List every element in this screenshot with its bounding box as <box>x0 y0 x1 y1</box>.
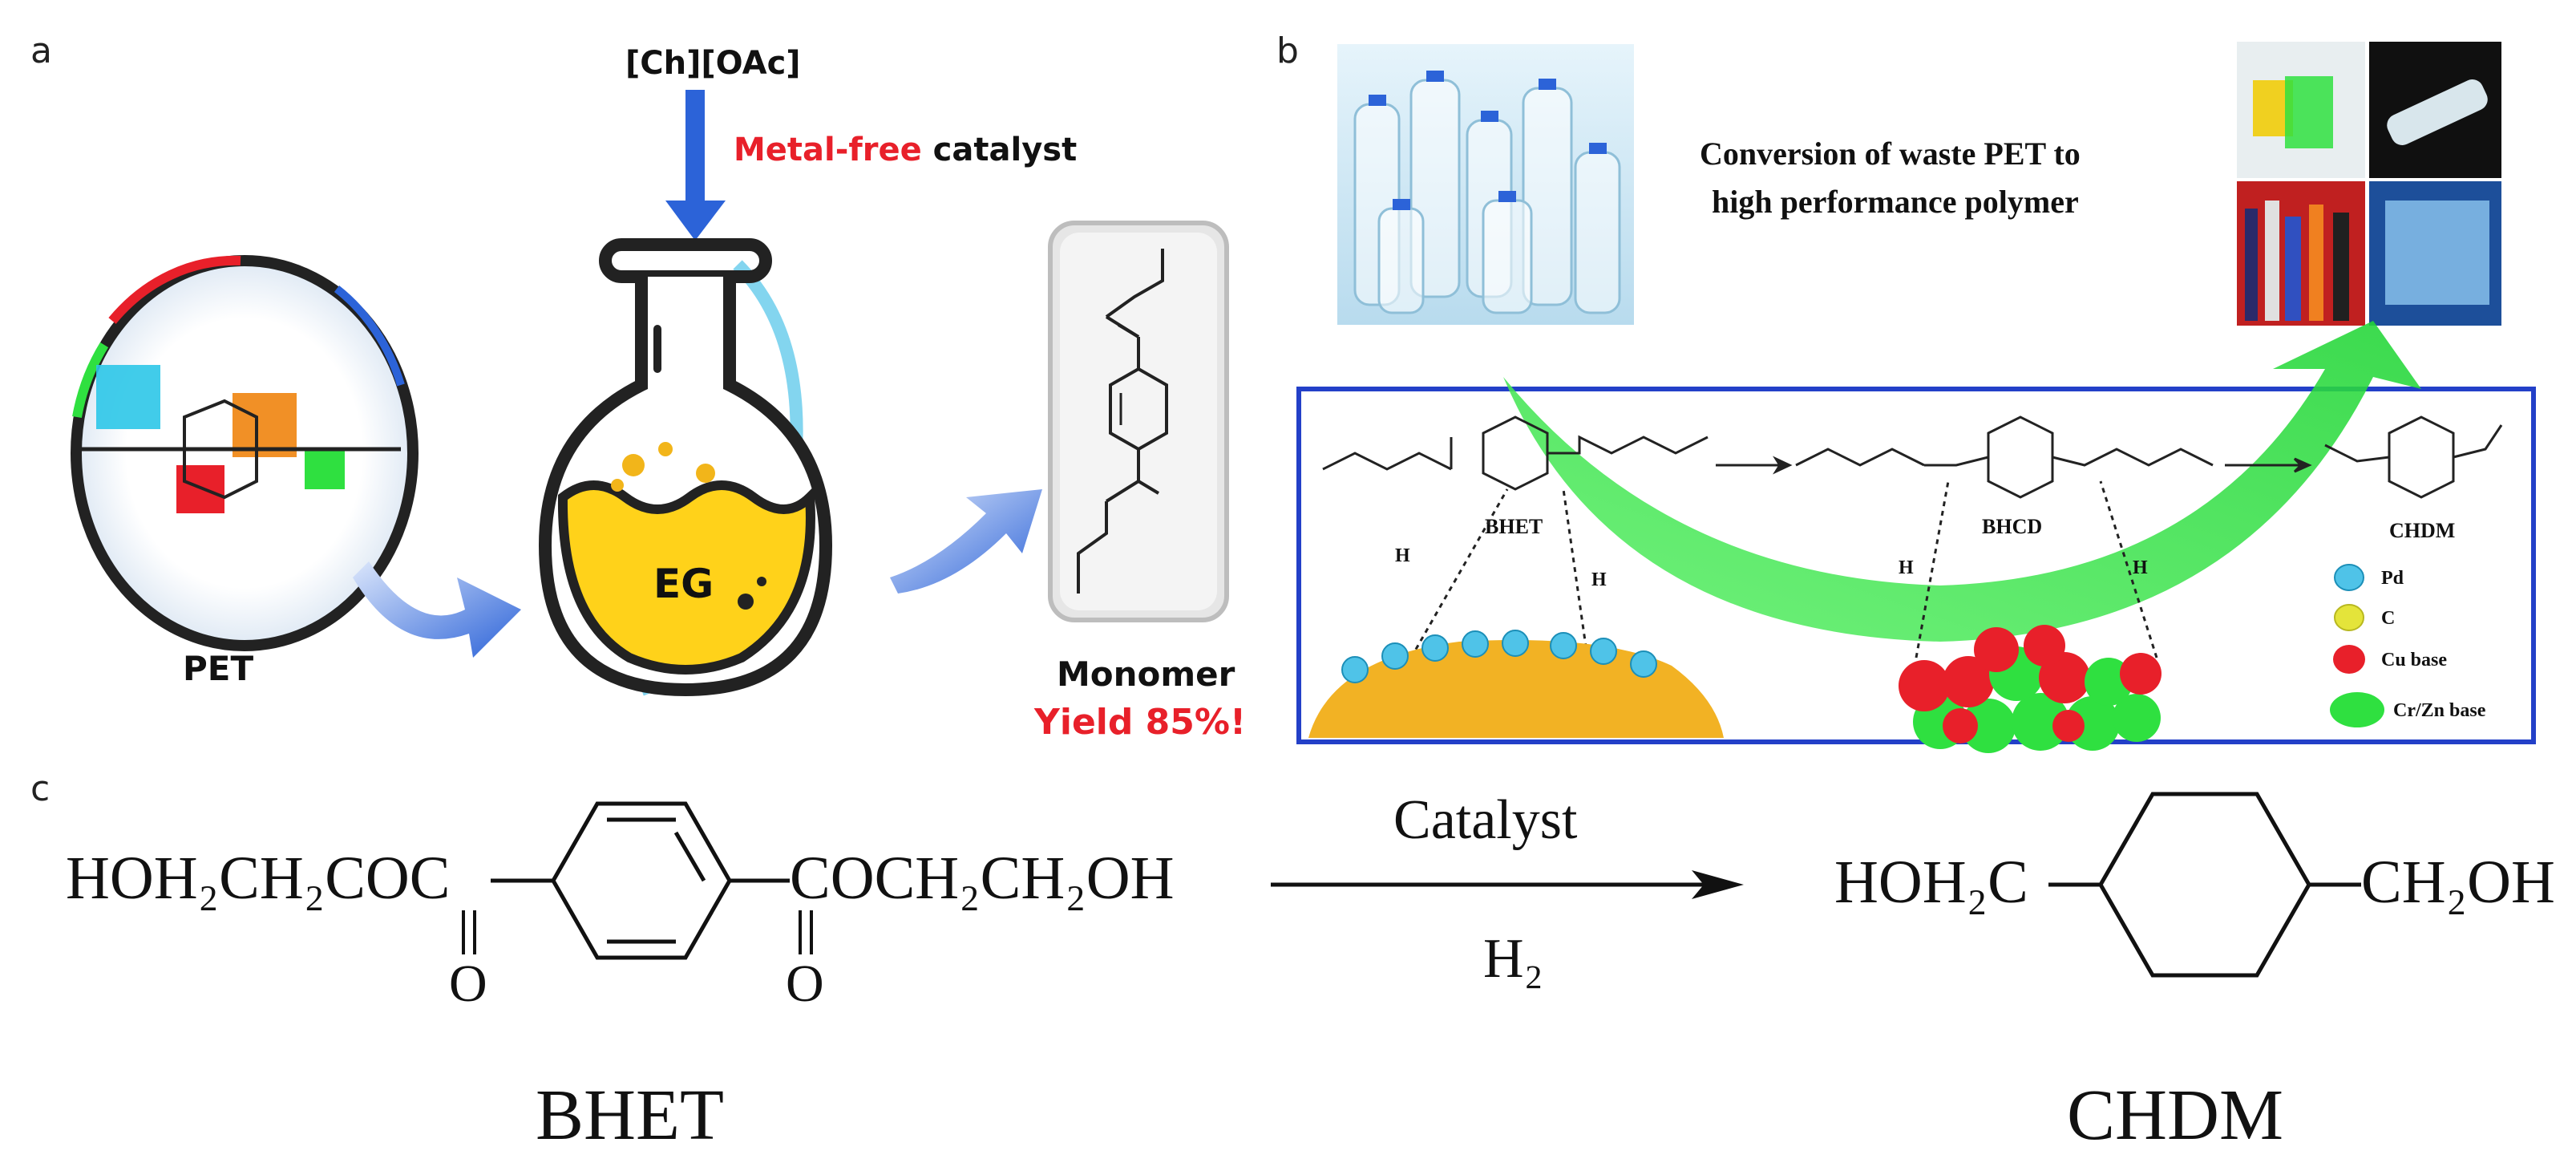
reagent-arrow <box>665 90 726 241</box>
reagent-label: [Ch][OAc] <box>625 45 801 82</box>
mechanism-molecules <box>1322 415 2503 499</box>
bhcd-mech-label: BHCD <box>1982 515 2042 538</box>
pd-c-catalyst <box>1308 630 1724 738</box>
pet-to-flask-arrow <box>353 561 521 658</box>
arrow-catalyst-label: Catalyst <box>1393 789 1578 851</box>
bhet-carbonyl-o-left: O <box>449 954 487 1013</box>
legend: Pd C Cu base Cr/Zn base <box>2330 564 2486 727</box>
catalyst-rest-text: catalyst <box>922 132 1077 168</box>
bhet-mech-label: BHET <box>1485 515 1543 538</box>
bhet-left-formula: HOH₂CH₂COC <box>66 845 451 912</box>
legend-label-crzn: Cr/Zn base <box>2393 700 2486 721</box>
legend-item-pd: Pd <box>2334 564 2404 591</box>
chdm-mech-label: CHDM <box>2389 519 2455 542</box>
bhet-carbonyl-o-right: O <box>786 954 824 1013</box>
reaction-flask: EG <box>538 238 833 697</box>
chdm-cyclohexane-ring <box>2098 792 2311 978</box>
arrow-h2-label: H₂ <box>1483 928 1543 990</box>
pet-label: PET <box>183 649 253 688</box>
panel-c-label: c <box>30 768 50 809</box>
chdm-left-formula: HOH₂C <box>1834 849 2028 916</box>
cu-crzn-catalyst <box>1899 625 2161 753</box>
catalyst-highlight-text: Metal-free <box>734 132 922 168</box>
legend-label-pd: Pd <box>2381 568 2404 589</box>
h-label-2: H <box>1591 569 1607 590</box>
chdm-name: CHDM <box>2067 1076 2283 1155</box>
conversion-title-line2: high performance polymer <box>1712 184 2079 220</box>
chdm-right-formula: CH₂OH <box>2361 849 2555 916</box>
bhet-benzene-ring <box>551 801 732 960</box>
panel-a: a [Ch][OAc] Metal-free catalyst PET <box>30 30 1246 743</box>
yield-label: Yield 85%! <box>1033 702 1246 743</box>
legend-label-c: C <box>2381 608 2395 629</box>
reaction-arrow <box>1271 870 1744 899</box>
panel-a-label: a <box>30 30 52 71</box>
legend-item-c: C <box>2334 604 2395 631</box>
conversion-title-line1: Conversion of waste PET to <box>1700 136 2081 172</box>
bottles-photo <box>1337 44 1634 325</box>
panel-c: c HOH₂CH₂COC COCH₂CH₂OH O O Catalyst H₂ … <box>30 768 2555 1155</box>
pet-circle: PET <box>71 255 419 688</box>
flask-to-monomer-arrow <box>890 489 1042 594</box>
legend-item-cu: Cu base <box>2333 645 2447 674</box>
green-arc-arrow <box>1503 321 2421 642</box>
monomer-label: Monomer <box>1057 654 1235 694</box>
legend-item-crzn: Cr/Zn base <box>2330 692 2486 727</box>
flask-eg-label: EG <box>653 561 714 607</box>
monomer-structure <box>1048 221 1229 622</box>
hydrogen-arrows <box>1409 480 2158 658</box>
bhet-right-formula: COCH₂CH₂OH <box>790 845 1175 912</box>
h-label-3: H <box>1899 557 1914 578</box>
h-label-1: H <box>1395 545 1410 566</box>
bhet-name: BHET <box>536 1076 724 1155</box>
catalyst-label: Metal-free catalyst <box>734 132 1077 168</box>
polymer-products-photo <box>2237 42 2501 326</box>
panel-b: b Conversion of wa <box>1276 30 2536 753</box>
h-label-4: H <box>2133 557 2148 578</box>
legend-label-cu: Cu base <box>2381 650 2447 671</box>
panel-b-label: b <box>1276 30 1299 71</box>
